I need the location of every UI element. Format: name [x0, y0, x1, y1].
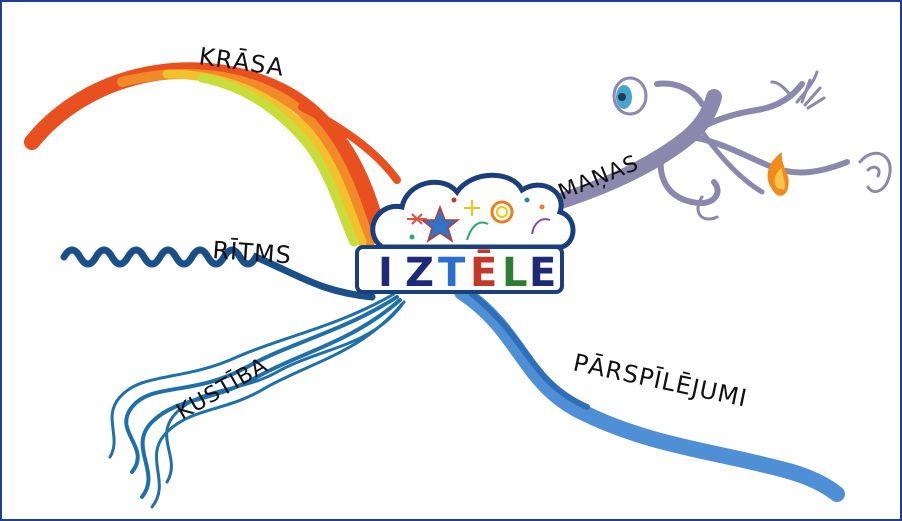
- central-letter: I: [378, 250, 393, 296]
- hand-icon: [770, 70, 826, 110]
- flame-icon: [767, 152, 789, 196]
- branch-kustiba: [108, 292, 406, 509]
- branch-parspilejumi: [454, 284, 845, 502]
- ear-icon: [858, 151, 892, 193]
- label-ritms[interactable]: RĪTMS: [212, 235, 293, 269]
- central-letter: Z: [405, 250, 434, 296]
- branch-krasa: [24, 62, 401, 247]
- label-parspilejumi[interactable]: PĀRSPĪLĒJUMI: [571, 348, 750, 413]
- nose-icon: [696, 195, 719, 221]
- central-label-box: [355, 245, 564, 294]
- branch-ritms: [60, 246, 376, 301]
- central-letter: Ē: [470, 248, 497, 296]
- fireworks-icon: [407, 197, 551, 243]
- label-manas[interactable]: MAŅAS: [555, 151, 643, 206]
- central-node[interactable]: I Z T Ē L E: [355, 172, 576, 296]
- central-letter: E: [529, 250, 556, 296]
- central-letter: L: [502, 250, 528, 296]
- eye-icon: [612, 76, 648, 116]
- central-letter: T: [438, 250, 466, 296]
